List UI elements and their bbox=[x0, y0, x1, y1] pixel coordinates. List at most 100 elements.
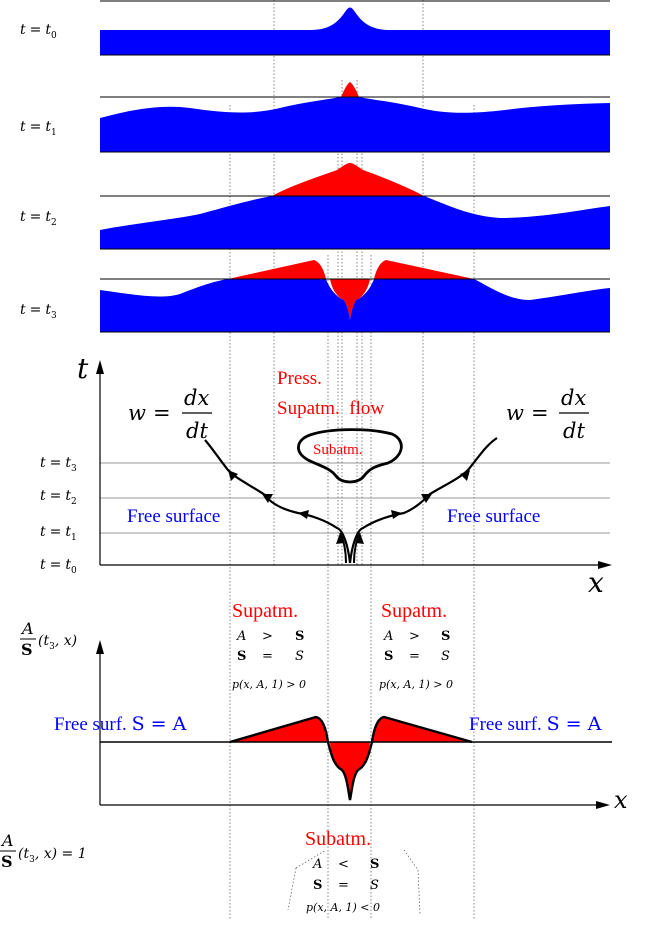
supatm-right-row2-b: S bbox=[441, 649, 450, 664]
water-profile-t2 bbox=[100, 196, 610, 249]
supatm-right-cond: p(x, A, 1) > 0 bbox=[379, 678, 453, 691]
ratio-y-label: A S (t3, x) bbox=[20, 619, 77, 659]
subatm-cond: p(x, A, 1) < 0 bbox=[306, 901, 380, 914]
panel-t3 bbox=[100, 260, 610, 333]
arrowhead bbox=[228, 470, 238, 481]
x-axis-label: x bbox=[588, 566, 604, 599]
supatm-right-row1-b: S bbox=[441, 629, 450, 644]
pressure-region-t3-center bbox=[330, 279, 370, 320]
subatm-boundary bbox=[297, 428, 403, 484]
panel-t1 bbox=[100, 82, 610, 153]
formula-num: dx bbox=[561, 386, 586, 410]
free-surface-right: Free surface bbox=[447, 506, 540, 527]
formula-den: dt bbox=[186, 419, 208, 443]
speed-formula-left: w = dx dt bbox=[128, 386, 212, 443]
ratio-one-label: A S (t3, x) = 1 bbox=[0, 831, 87, 871]
water-profile-t1 bbox=[100, 97, 610, 152]
characteristic-inner bbox=[353, 532, 361, 564]
supatm-left-row2-a: S bbox=[237, 649, 246, 664]
free-surface-left: Free surface bbox=[127, 506, 220, 527]
time-label-t3: t=t3 bbox=[40, 455, 77, 474]
panel-label-t2: t=t2 bbox=[20, 209, 57, 228]
ratio-one-num: A bbox=[0, 831, 14, 850]
panel-label-t1: t=t1 bbox=[20, 119, 57, 138]
formula-den: dt bbox=[563, 419, 585, 443]
supatm-right-row2-a: S bbox=[384, 649, 393, 664]
time-labels: t=t3 t=t2 t=t1 t=t0 bbox=[40, 455, 77, 576]
water-profile-t0 bbox=[100, 7, 610, 55]
t-axis-label: t bbox=[77, 352, 89, 385]
arrowhead bbox=[356, 533, 364, 544]
supatm-left-row2-op: = bbox=[262, 649, 273, 664]
arrowhead bbox=[298, 510, 309, 519]
arrowhead bbox=[262, 494, 273, 503]
subatm-row2-b: S bbox=[370, 878, 379, 893]
arrowhead bbox=[336, 533, 344, 544]
subatm-row1-b: S bbox=[370, 857, 379, 872]
panel-label-t3: t=t3 bbox=[20, 302, 57, 321]
ratio-one-args: (t3, x) = 1 bbox=[18, 846, 87, 865]
subatm-title: Subatm. bbox=[305, 828, 371, 850]
speed-formula-right: w = dx dt bbox=[506, 386, 589, 443]
time-label-t2: t=t2 bbox=[40, 488, 77, 507]
subatm-row1-op: < bbox=[338, 857, 349, 872]
formula-eq: = bbox=[531, 401, 549, 425]
free-surf-right-label: Free surf. S = A bbox=[469, 713, 602, 735]
ratio-one-den: S bbox=[1, 852, 13, 871]
pressure-region-t2 bbox=[272, 163, 424, 196]
characteristic-left bbox=[204, 439, 352, 564]
formula-lhs: w bbox=[506, 401, 524, 425]
ratio-x-axis-arrow bbox=[596, 801, 610, 809]
water-profile-t3 bbox=[100, 279, 610, 332]
ratio-y-num: A bbox=[20, 619, 34, 638]
formula-eq: = bbox=[153, 401, 171, 425]
x-axis-arrow bbox=[598, 561, 612, 569]
supatm-left-block: Supatm. A > S S = S p(x, A, 1) > 0 bbox=[232, 600, 306, 691]
time-label-t1: t=t1 bbox=[40, 524, 77, 543]
pressure-region-t3-right bbox=[374, 260, 474, 279]
supatm-right-row1-op: > bbox=[409, 629, 420, 644]
ratio-plot: A S (t3, x) x A S (t3, x) = 1 Free surf.… bbox=[0, 600, 628, 916]
supatm-right-title: Supatm. bbox=[381, 600, 447, 622]
ratio-x-label: x bbox=[614, 786, 628, 814]
formula-num: dx bbox=[184, 386, 209, 410]
arrowhead bbox=[391, 510, 402, 519]
t-axis-arrow bbox=[96, 360, 104, 374]
supatm-left-row2-b: S bbox=[295, 649, 304, 664]
supatm-left-row1-b: S bbox=[295, 629, 304, 644]
supatm-left-row1-op: > bbox=[262, 629, 273, 644]
press-label: Press. bbox=[277, 368, 322, 389]
subatm-small-label: Subatm. bbox=[313, 442, 363, 458]
subatm-block: Subatm. A < S S = S p(x, A, 1) < 0 bbox=[287, 828, 421, 916]
supatm-left-cond: p(x, A, 1) > 0 bbox=[232, 678, 306, 691]
characteristics-diagram: t x w = dx dt w = dx dt Press. Supatm. f… bbox=[40, 352, 612, 599]
panel-label-t0: t=t0 bbox=[20, 22, 57, 41]
supatm-left-title: Supatm. bbox=[232, 600, 298, 622]
supatm-right-row1-a: A bbox=[383, 629, 393, 644]
supatm-right-row2-op: = bbox=[409, 649, 420, 664]
characteristic-right bbox=[348, 437, 498, 564]
pressure-region-t1 bbox=[341, 82, 359, 97]
panel-t0 bbox=[100, 0, 610, 56]
formula-lhs: w bbox=[128, 401, 146, 425]
pressure-region-t3-left bbox=[228, 260, 326, 279]
ratio-y-den: S bbox=[21, 640, 33, 659]
ratio-y-args: (t3, x) bbox=[38, 633, 77, 652]
ratio-y-axis-arrow bbox=[96, 640, 104, 654]
subatm-row2-op: = bbox=[338, 878, 349, 893]
characteristic-inner bbox=[339, 532, 347, 564]
characteristic-arrows bbox=[228, 470, 470, 544]
panel-labels: t=t0 t=t1 t=t2 t=t3 bbox=[20, 22, 57, 321]
ratio-subatm-center bbox=[330, 742, 370, 800]
arrowhead bbox=[421, 494, 432, 503]
supatm-flow-label: Supatm. flow bbox=[277, 398, 384, 419]
time-label-t0: t=t0 bbox=[40, 557, 77, 576]
subatm-row1-a: A bbox=[312, 857, 322, 872]
supatm-left-row1-a: A bbox=[236, 629, 246, 644]
free-surf-left-label: Free surf. S = A bbox=[54, 713, 187, 735]
supatm-right-block: Supatm. A > S S = S p(x, A, 1) > 0 bbox=[379, 600, 453, 691]
arrowhead bbox=[460, 470, 470, 481]
panel-t2 bbox=[100, 163, 610, 250]
